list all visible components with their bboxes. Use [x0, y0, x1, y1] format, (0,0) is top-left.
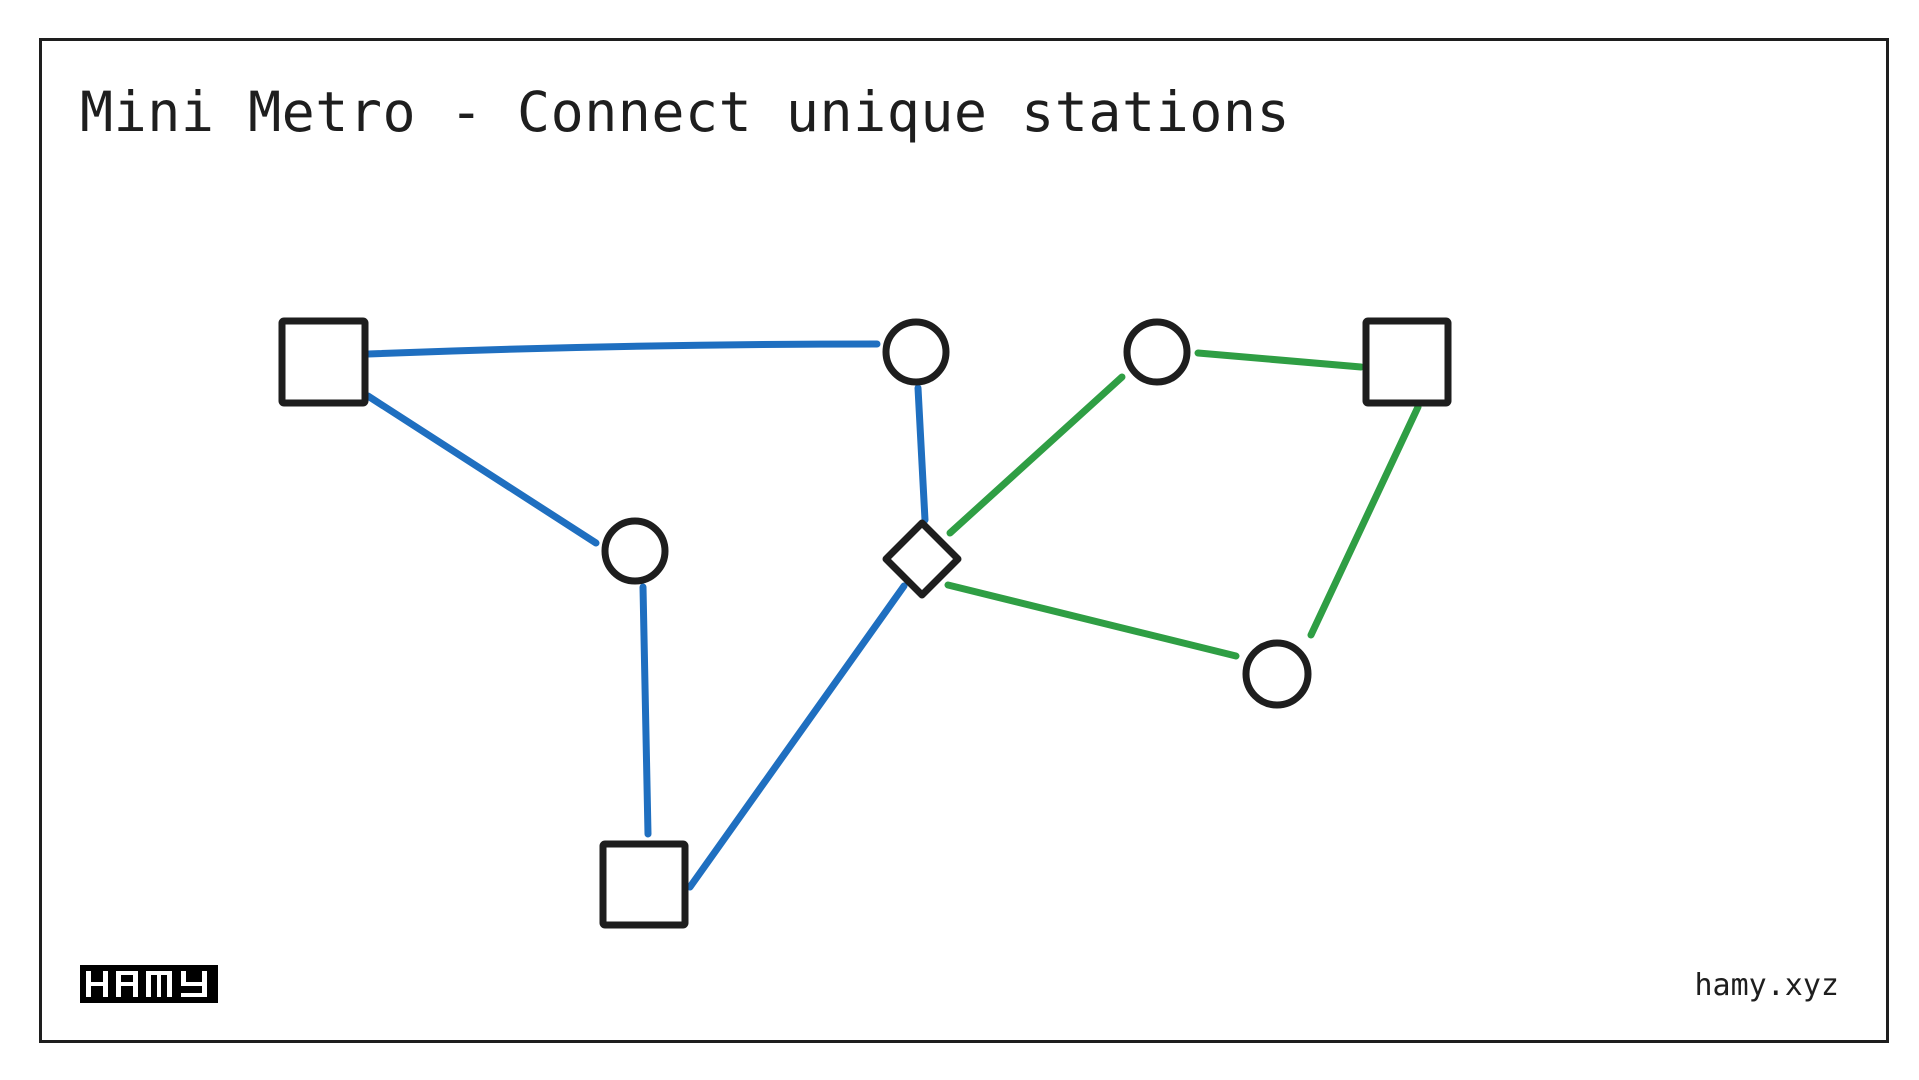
slide-title: Mini Metro - Connect unique stations — [80, 80, 1291, 144]
blue-segment-square-top-left-to-circle-left-middle — [364, 392, 600, 547]
station-diamond-center — [882, 519, 962, 599]
hamy-logo — [80, 965, 218, 1003]
green-segment-square-top-right-to-circle-bottom-right — [1307, 403, 1422, 639]
green-segment-circle-bottom-right-to-diamond-center — [944, 581, 1240, 660]
blue-segment-circle-left-middle-to-square-bottom — [639, 583, 652, 838]
green-segment-circle-top-right-to-square-top-right — [1194, 349, 1365, 371]
green-segment-diamond-center-to-circle-top-right — [946, 373, 1126, 537]
blue-line — [364, 340, 929, 891]
station-square-top-left — [278, 317, 369, 407]
station-circle-top-middle — [882, 318, 950, 386]
footer-url: hamy.xyz — [1694, 968, 1840, 1003]
station-square-top-right — [1362, 317, 1452, 407]
station-circle-left-middle — [601, 517, 669, 585]
slide-frame — [39, 38, 1889, 1043]
station-circle-bottom-right — [1242, 639, 1312, 709]
green-line — [944, 349, 1422, 660]
blue-segment-diamond-center-to-circle-top-middle — [914, 384, 929, 524]
hamy-logo-lettering — [86, 971, 207, 997]
blue-segment-square-top-left-to-circle-top-middle — [364, 340, 881, 358]
station-square-bottom — [599, 840, 689, 929]
station-circle-top-right — [1123, 318, 1191, 386]
blue-segment-square-bottom-to-diamond-center — [686, 582, 908, 891]
stations — [278, 317, 1452, 929]
